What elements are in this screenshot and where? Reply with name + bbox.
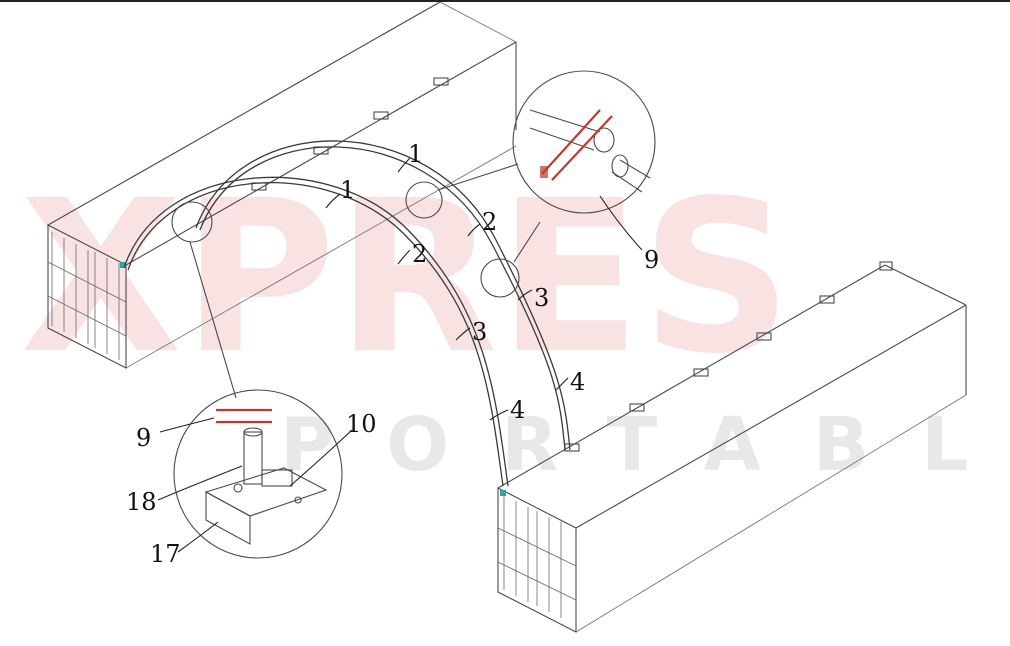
callout-base-pin: 9 [136,424,151,452]
callout-front-arch-top: 1 [340,176,355,204]
rear-arch [195,140,571,451]
zoom-leader-1 [437,163,519,191]
base-marker [171,201,213,243]
joint-marker-upper [405,181,443,219]
callout-base-post: 18 [126,488,157,516]
callout-leaders [157,157,643,553]
callout-rear-arch-upper: 2 [482,208,497,236]
watermark-sub: PORTABL [280,402,1010,488]
zoom-leader-2 [513,221,541,263]
left-container [47,1,517,369]
pin-joint-detail [512,70,656,214]
callout-rear-arch-top: 1 [408,140,423,168]
callout-base-clamp: 10 [346,410,377,438]
joint-marker-lower [480,258,520,298]
callout-front-arch-upper: 2 [412,240,427,268]
callout-base-plate: 17 [150,540,181,568]
zoom-leader-3 [189,241,237,399]
right-container [497,261,967,633]
base-detail [173,389,343,559]
callout-rear-arch-base: 4 [570,368,585,396]
callout-front-arch-base: 4 [510,396,525,424]
left-container-doors [47,232,127,360]
callout-rear-arch-lower: 3 [534,284,549,312]
right-top-brackets [564,261,893,452]
right-container-doors [497,490,577,618]
callout-labels: 1 1 2 2 3 3 4 4 9 9 10 18 17 [126,140,659,568]
watermark-brand: XPRES [20,155,792,400]
callout-front-arch-lower: 3 [472,318,487,346]
callout-pin-detail: 9 [644,246,659,274]
watermark: XPRES PORTABL [20,155,1010,488]
